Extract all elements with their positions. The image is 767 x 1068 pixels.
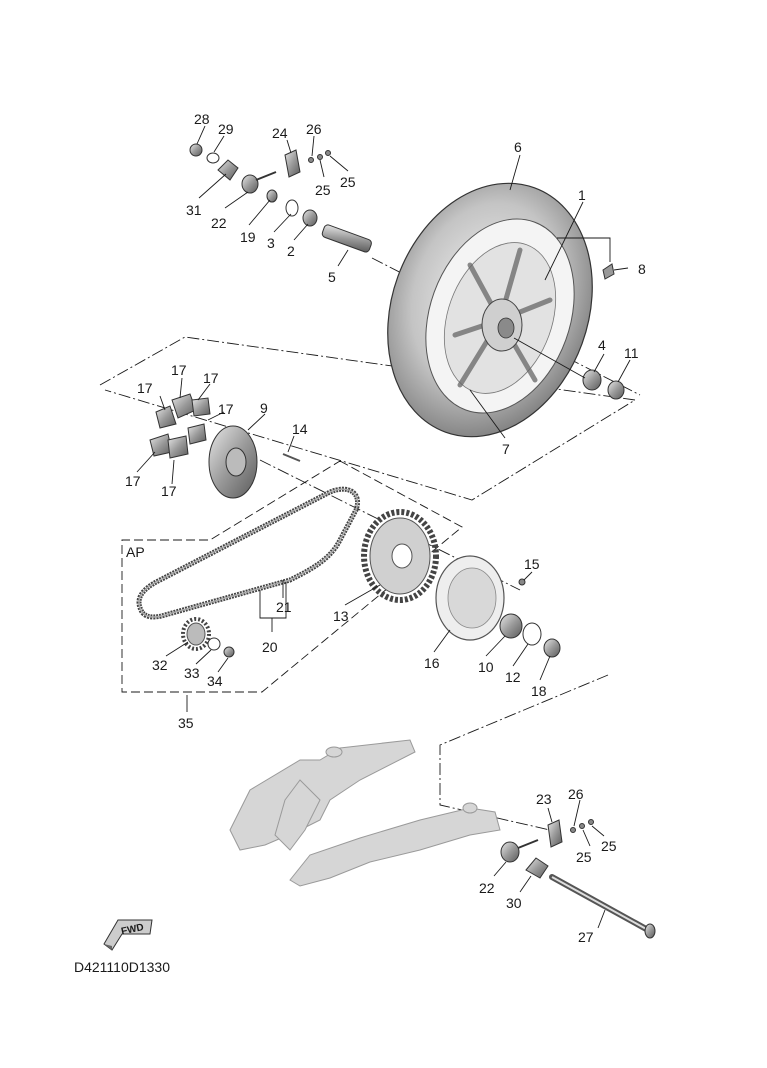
callout-13: 13 (333, 608, 349, 624)
callout-17e: 17 (125, 473, 141, 489)
callout-33: 33 (184, 665, 200, 681)
part-16-plate (435, 555, 505, 641)
part-8-valve (602, 263, 615, 280)
part-30-puller (525, 857, 549, 879)
callout-7: 7 (502, 441, 510, 457)
part-34-bolt (223, 646, 235, 658)
part-33-washer (207, 637, 221, 651)
diagram-code: D421110D1330 (74, 959, 170, 975)
callout-2: 2 (287, 243, 295, 259)
callout-22-bottom: 22 (479, 880, 495, 896)
part-27-axle (549, 874, 656, 939)
callout-9: 9 (260, 400, 268, 416)
callout-32: 32 (152, 657, 168, 673)
part-23-plate-bottom (547, 819, 563, 848)
part-32-drive-sprocket (181, 617, 211, 651)
callout-23: 23 (536, 791, 552, 807)
callout-26b: 26 (568, 786, 584, 802)
callout-29: 29 (218, 121, 234, 137)
callout-17c: 17 (203, 370, 219, 386)
callout-16: 16 (424, 655, 440, 671)
part-24-plate-top (284, 149, 301, 178)
callout-26a: 26 (306, 121, 322, 137)
callout-22-top: 22 (211, 215, 227, 231)
callout-5: 5 (328, 269, 336, 285)
callout-34: 34 (207, 673, 223, 689)
rear-wheel (387, 182, 593, 438)
callout-21: 21 (276, 599, 292, 615)
part-3-seal (285, 199, 299, 217)
callout-8: 8 (638, 261, 646, 277)
callout-24: 24 (272, 125, 288, 141)
callout-28: 28 (194, 111, 210, 127)
callout-17a: 17 (137, 380, 153, 396)
callout-3: 3 (267, 235, 275, 251)
part-12-seal (522, 622, 542, 646)
part-22-adjuster-top (241, 171, 277, 194)
callout-6: 6 (514, 139, 522, 155)
callout-11: 11 (624, 345, 639, 361)
part-2-bearing (302, 209, 318, 227)
chain-kit-outline (121, 460, 463, 693)
part-28-nut (189, 143, 203, 157)
part-26-bolt-top (308, 157, 314, 163)
swingarm-link-line (439, 674, 609, 831)
part-19-collar (266, 189, 278, 203)
callout-18: 18 (531, 683, 547, 699)
part-20-drive-chain (136, 486, 360, 620)
part-10-bearing (499, 613, 523, 639)
callout-25d: 25 (601, 838, 617, 854)
callout-17d: 17 (218, 401, 234, 417)
hub-group-outline (99, 336, 637, 501)
callout-25a: 25 (315, 182, 331, 198)
part-9-clutch-hub (208, 425, 258, 499)
part-13-rear-sprocket (361, 509, 439, 603)
part-11-nut (607, 380, 625, 400)
callout-12: 12 (505, 669, 521, 685)
fwd-label: FWD (120, 922, 145, 937)
callout-30: 30 (506, 895, 522, 911)
callout-14: 14 (292, 421, 308, 437)
part-4-bearing (582, 369, 602, 391)
part-29-washer (206, 152, 220, 164)
callout-1: 1 (578, 187, 586, 203)
callout-25c: 25 (576, 849, 592, 865)
callout-4: 4 (598, 337, 606, 353)
callout-27: 27 (578, 929, 594, 945)
part-18-collar (543, 638, 561, 658)
part-31-puller (217, 159, 239, 181)
callout-17b: 17 (171, 362, 187, 378)
swingarm-ghost (229, 739, 501, 887)
callout-10: 10 (478, 659, 494, 675)
axle-collar (321, 224, 372, 253)
part-15-bolt (518, 578, 526, 586)
leader-lines (136, 125, 631, 929)
callout-19: 19 (240, 229, 256, 245)
callout-labels: 1 2 3 4 5 6 7 8 9 10 11 12 13 14 15 16 1… (125, 111, 646, 945)
callout-31: 31 (186, 202, 202, 218)
part-22-adjuster-bottom (500, 839, 539, 863)
callout-15: 15 (524, 556, 540, 572)
damper-set (149, 393, 211, 459)
callout-17f: 17 (161, 483, 177, 499)
fwd-arrow-icon: FWD (103, 919, 153, 951)
callout-20: 20 (262, 639, 278, 655)
part-14-stud (282, 453, 301, 462)
assembly-label: AP (126, 544, 145, 560)
callout-35: 35 (178, 715, 194, 731)
callout-25b: 25 (340, 174, 356, 190)
